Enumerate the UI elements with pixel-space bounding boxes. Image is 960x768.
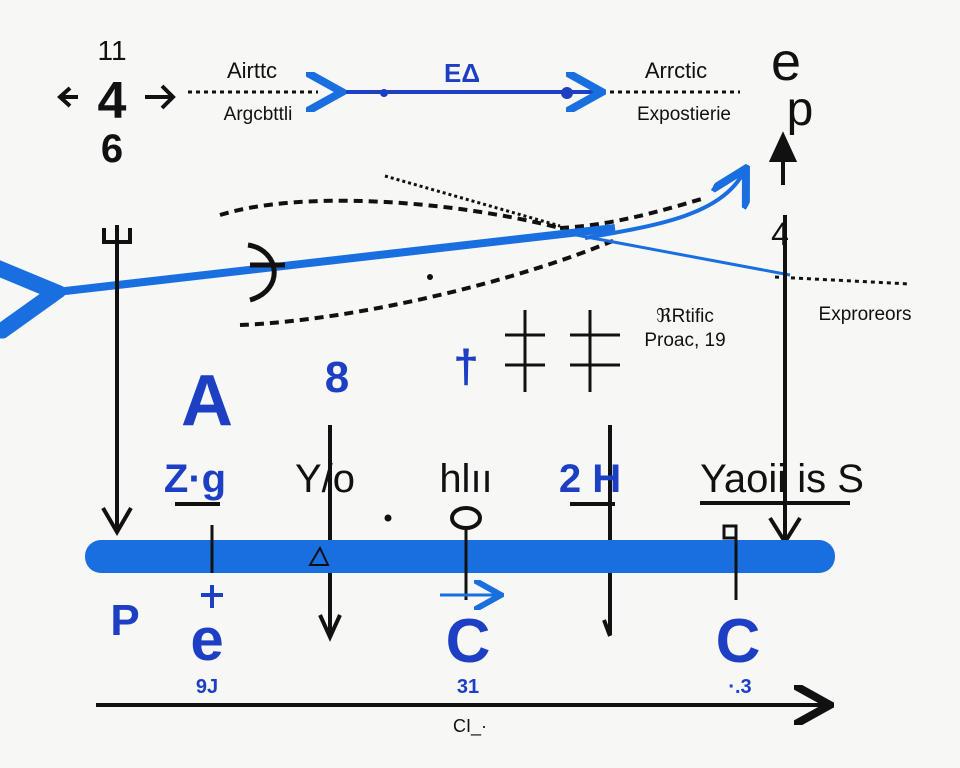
label-left-lower: Argcbttli [224,104,293,125]
blue-dagger: † [453,340,479,392]
dotted-line-explorers [774,275,911,286]
bottom-letter: P [110,596,139,645]
blue-arrow-left [48,224,616,293]
up-arrow-icon [768,131,798,185]
label-project-lower: Proac, 19 [644,330,725,351]
glyph-main: 4 [98,72,127,130]
label-right-upper: Arrctic [645,58,707,83]
right-arrow-icon [145,84,176,110]
row-label: 2 H [559,457,621,501]
row-label: Yaoii is S [700,457,864,501]
label-explorers: Exproreors [819,304,912,325]
label-right-lower: Expostierie [637,104,731,125]
plus-glyph [201,585,223,608]
row-label: Y/o [295,457,355,501]
bottom-value: ·.3 [728,676,751,698]
bottom-letter: e [190,606,223,673]
down-arrow-left [101,225,133,536]
axis-label: CI_· [453,716,487,737]
glyph-bottom: 6 [101,127,123,171]
blue-line [559,230,791,277]
big-letter-a: A [181,361,233,441]
row-label: Z·g [164,457,226,501]
bar-ticks [210,525,738,600]
dot [384,514,392,522]
dot [561,87,573,99]
row-labels: Z·g Y/o hlıı 2 H Yaoii is S [164,457,864,501]
blue-bar [85,540,835,573]
triangle-glyph [308,545,330,566]
square-glyph [722,524,738,540]
row-label: hlıı [439,457,492,501]
down-arrow-2 [318,425,342,642]
bottom-letter: C [446,607,491,676]
dashed-curve-top [219,196,706,230]
underlines [175,501,850,506]
dashed-curve-bottom [239,238,616,327]
glyph-e: e [771,32,801,92]
dotted-diagonal [384,174,561,228]
bottom-value: 31 [457,676,479,698]
glyph-top: 11 [97,35,126,66]
glyph-p: p [787,83,814,136]
blue-arrow-curve [584,172,744,240]
label-left-upper: Airttc [227,58,277,83]
dot [427,274,433,280]
hash-marks [505,310,620,392]
label-project-upper: ℜRtific [656,306,714,327]
bottom-value: 9J [196,676,218,698]
label-center: EΔ [444,58,480,88]
diamond-glyph [450,506,482,530]
bracket-glyph [247,242,285,303]
number-right: 4 [771,216,789,252]
top-left-glyph: 11 4 6 [57,35,176,171]
bottom-letter: C [716,607,761,676]
blue-eight: 8 [325,353,349,402]
down-arrow-3 [602,425,612,637]
left-arrow-icon [57,86,78,108]
dot [380,89,388,97]
